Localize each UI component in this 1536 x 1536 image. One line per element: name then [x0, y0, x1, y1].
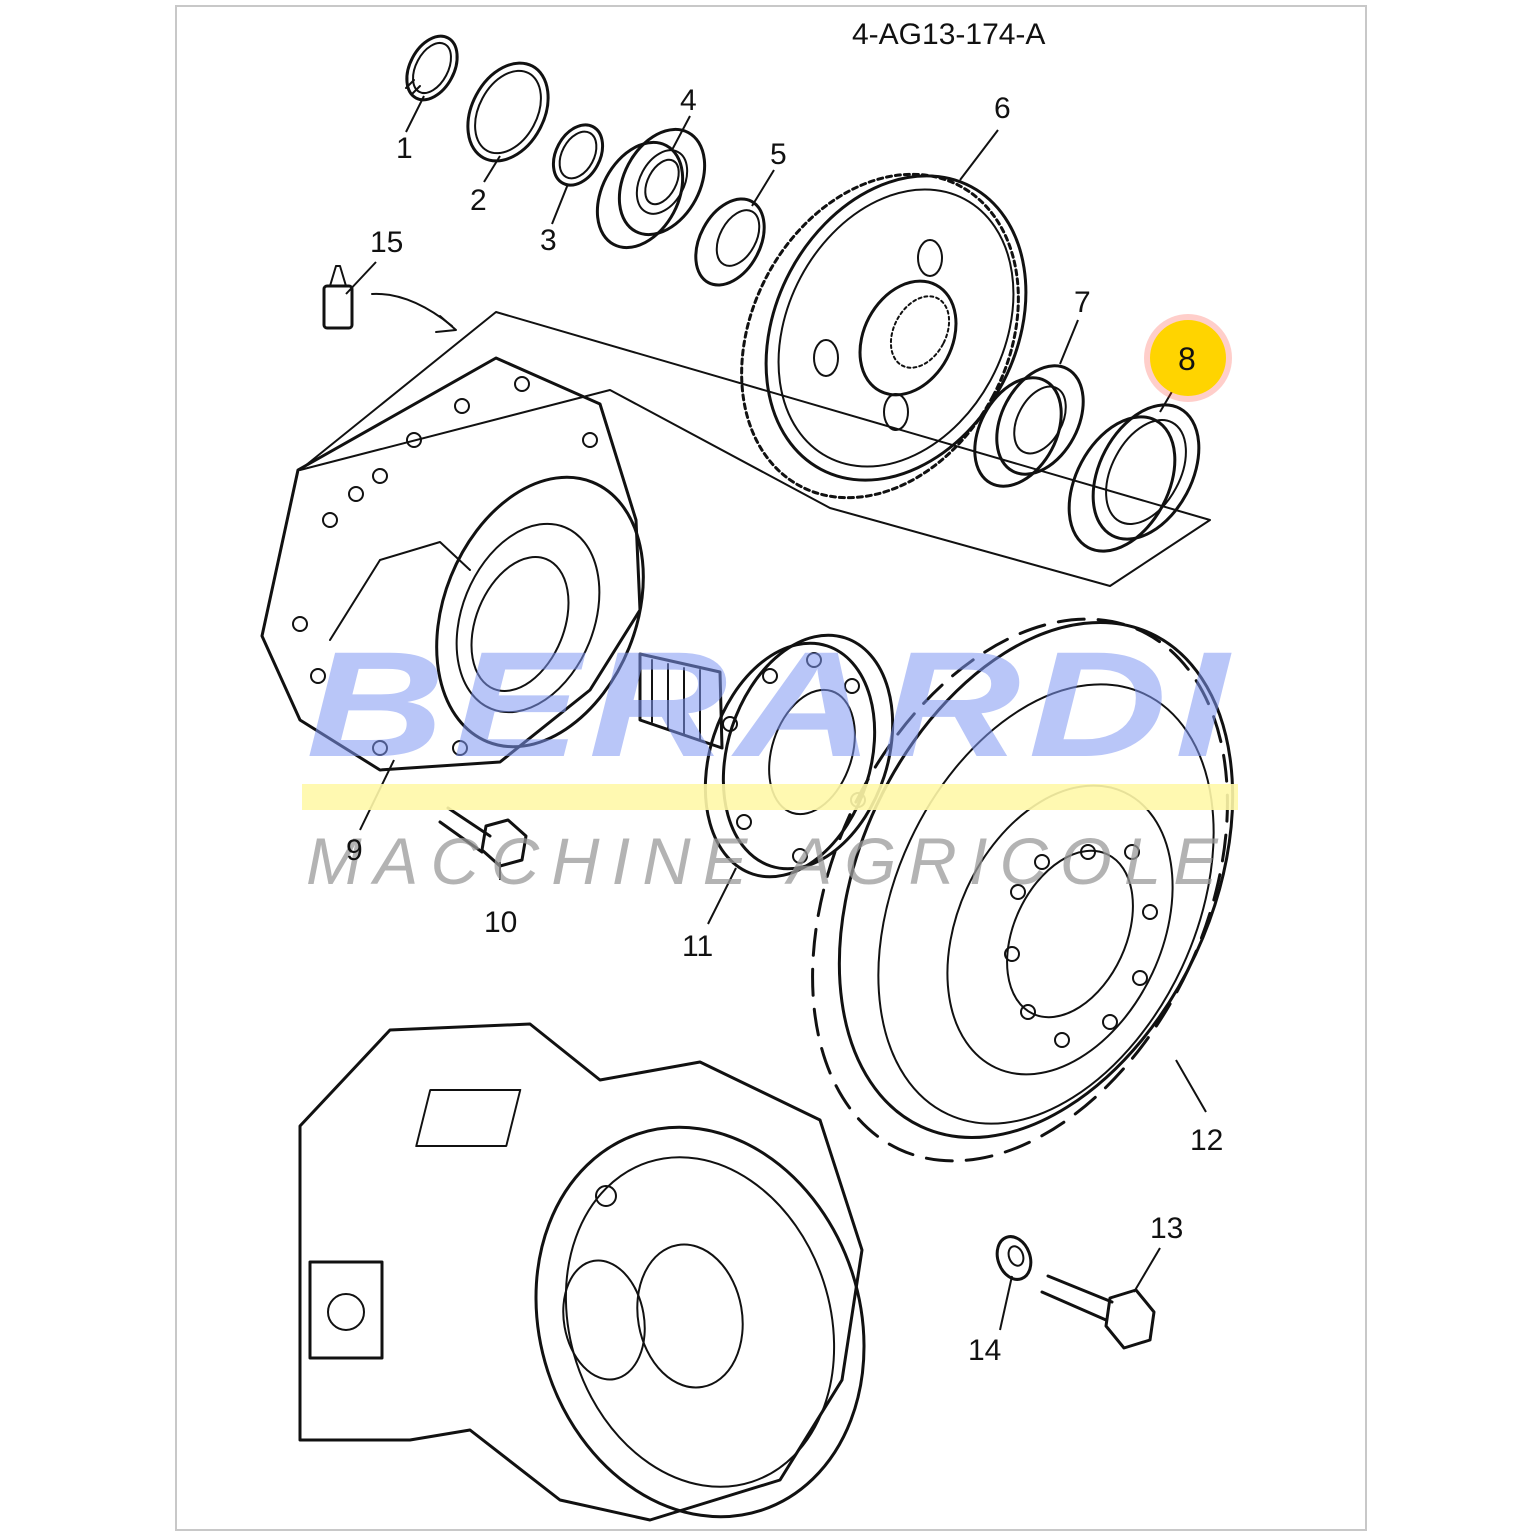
- part-9-housing-cover: [260, 356, 645, 772]
- callout-1: 1: [396, 132, 413, 165]
- part-8-seal: [1067, 403, 1201, 553]
- watermark-band: [302, 784, 1238, 810]
- part-7-bearing: [973, 364, 1085, 488]
- watermark-brand: BERARDI: [306, 620, 1236, 788]
- callout-9: 9: [346, 834, 363, 867]
- callout-labels: 1 2 3 4 5 6 7 8 9 10 11 12 13 14 15: [346, 84, 1223, 1367]
- watermark: BERARDI MACCHINE AGRICOLE: [302, 620, 1238, 898]
- highlight-marker: [1144, 314, 1232, 402]
- drawing-frame: [175, 5, 1367, 1531]
- part-15-sealant-tube: [322, 265, 457, 333]
- callout-11: 11: [682, 930, 713, 963]
- callout-14: 14: [968, 1334, 1001, 1367]
- part-6-gear: [740, 172, 1028, 500]
- callout-2: 2: [470, 184, 487, 217]
- final-drive-housing: [298, 1022, 866, 1522]
- callout-8: 8: [1178, 341, 1196, 377]
- part-3-ring: [551, 123, 605, 187]
- callout-4: 4: [680, 84, 697, 117]
- callout-3: 3: [540, 224, 557, 257]
- callout-7: 7: [1074, 286, 1091, 319]
- part-5-washer: [694, 197, 766, 287]
- part-2-ring: [466, 61, 550, 163]
- callout-12: 12: [1190, 1124, 1223, 1157]
- leader-lines: [345, 95, 1207, 1331]
- callout-10: 10: [484, 906, 517, 939]
- part-1-snap-ring: [405, 34, 459, 102]
- callout-15: 15: [370, 226, 403, 259]
- callout-6: 6: [994, 92, 1011, 125]
- callout-13: 13: [1150, 1212, 1183, 1245]
- part-4-bearing: [595, 127, 707, 250]
- callout-5: 5: [770, 138, 787, 171]
- part-14-washer: [995, 1235, 1033, 1281]
- part-10-bolt: [438, 806, 528, 868]
- assembly-plane: [299, 311, 1211, 587]
- drawing-code: 4-AG13-174-A: [852, 18, 1045, 51]
- watermark-subtitle: MACCHINE AGRICOLE: [306, 824, 1230, 898]
